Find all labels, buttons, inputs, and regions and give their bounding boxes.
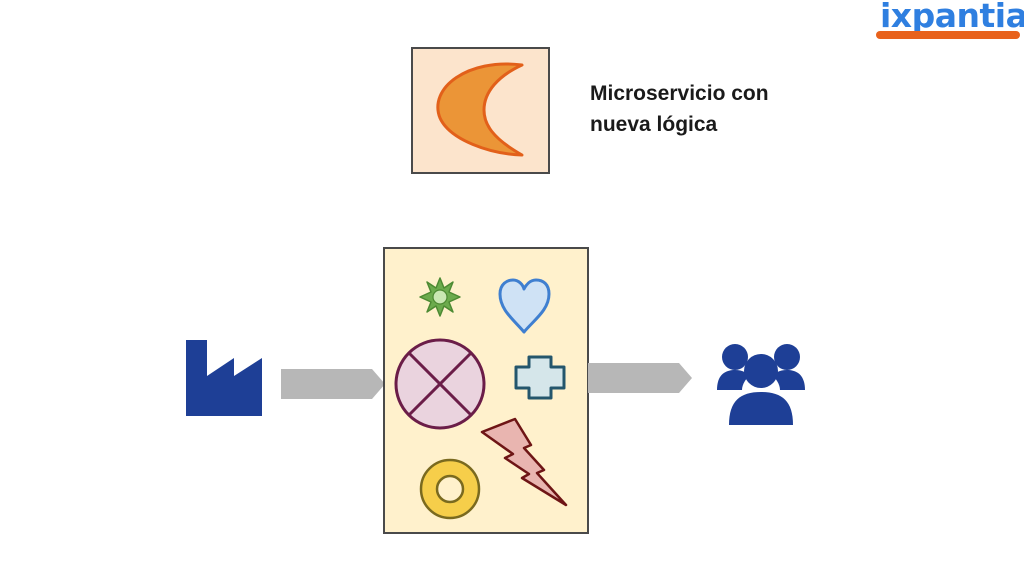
brand-underline [876,31,1020,39]
brand-name: ixpantia [880,0,1024,35]
heart-icon [498,278,551,334]
output-arrow [588,363,692,393]
lightning-icon [480,417,568,507]
main-service [383,247,589,534]
input-arrow [281,369,385,399]
ring-icon [419,458,481,520]
new-microservice [411,47,550,174]
caption-line-1: Microservicio con [590,82,769,105]
circle-cross-icon [394,338,486,430]
new-microservice-caption: Microservicio con nueva lógica [590,78,850,140]
users-group-icon [717,344,805,425]
caption-line-2: nueva lógica [590,113,718,136]
brand-logo: ixpantia [876,0,1024,42]
factory-icon [186,340,262,416]
sun-icon [419,277,461,317]
crescent-moon-icon [436,62,524,157]
plus-icon [514,355,566,400]
